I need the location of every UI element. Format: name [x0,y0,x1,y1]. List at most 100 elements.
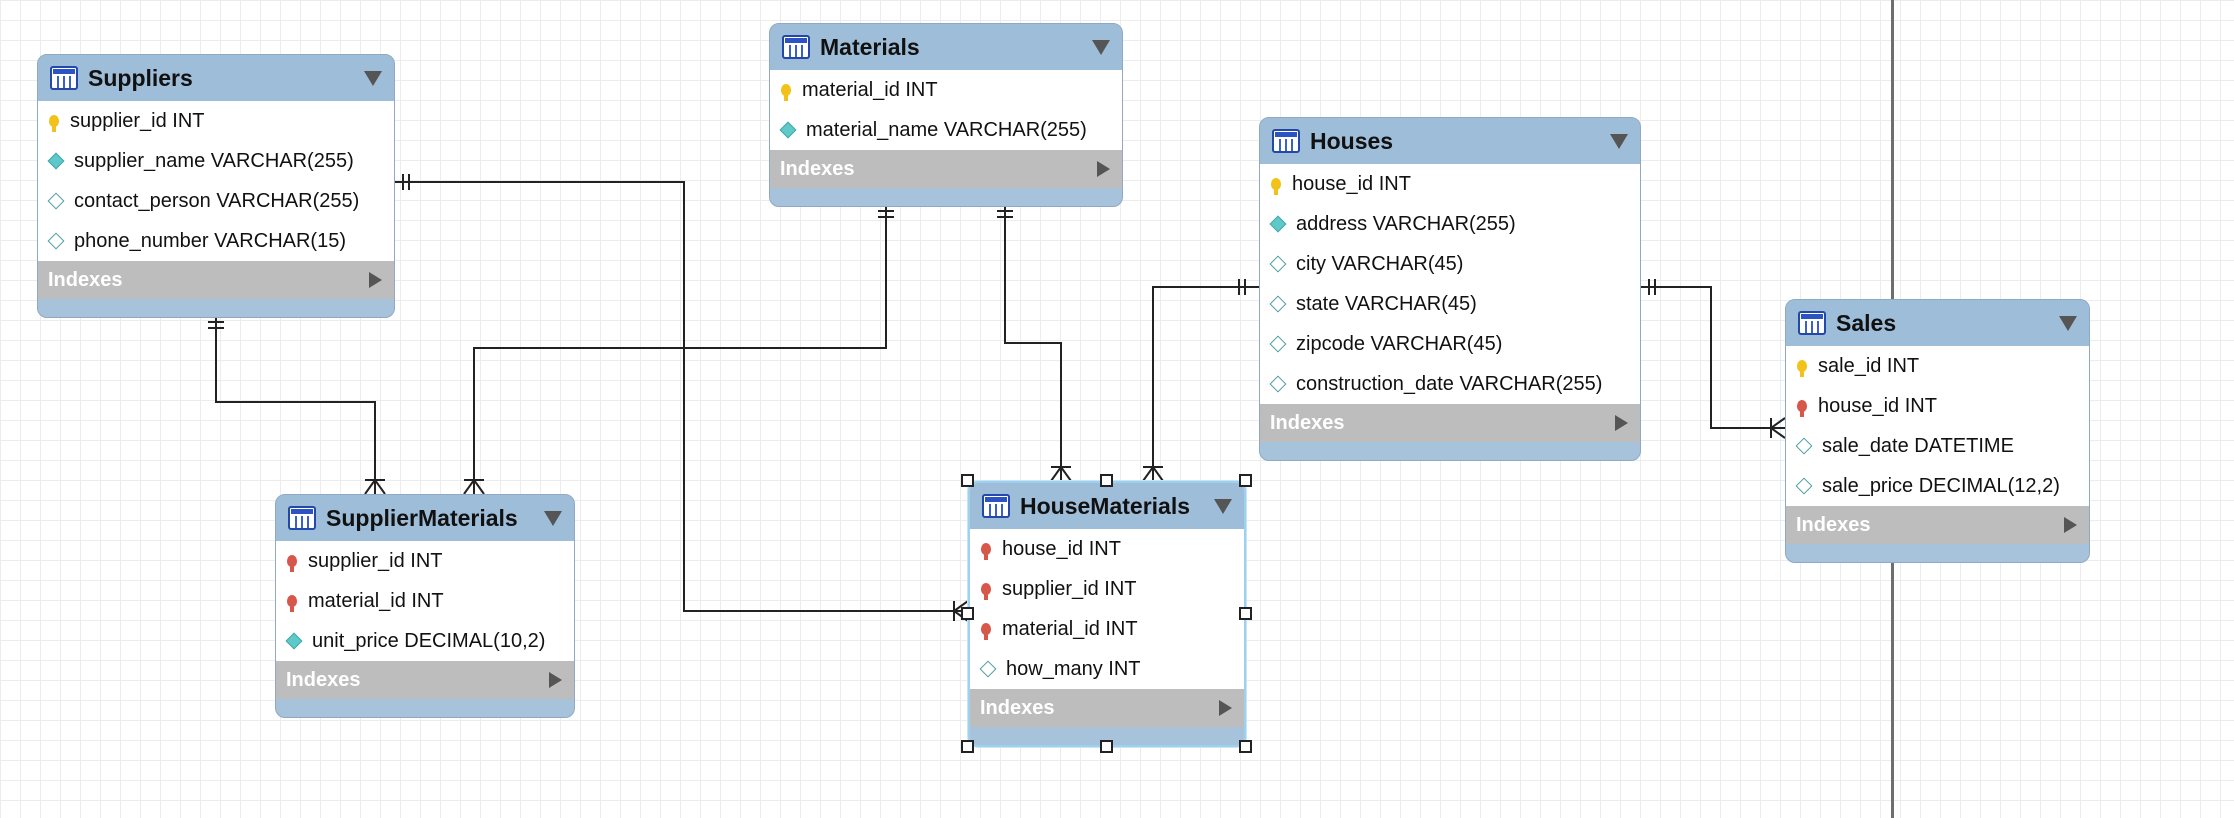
column-row[interactable]: phone_number VARCHAR(15) [38,221,394,261]
collapse-arrow-icon[interactable] [1610,133,1628,149]
indexes-section[interactable]: Indexes [1786,506,2089,544]
table-header[interactable]: HouseMaterials [970,483,1244,529]
column-row[interactable]: material_id INT [276,581,574,621]
relationship-line-houses-housematerials[interactable] [1152,286,1259,481]
column-row[interactable]: house_id INT [1260,164,1640,204]
column-row[interactable]: house_id INT [970,529,1244,569]
expand-arrow-icon[interactable] [2064,517,2077,533]
table-header[interactable]: SupplierMaterials [276,495,574,541]
column-row[interactable]: house_id INT [1786,386,2089,426]
relationship-line-materials-housematerials[interactable] [1004,203,1062,481]
nullable-column-icon [1795,437,1813,455]
collapse-arrow-icon[interactable] [1214,498,1232,514]
indexes-section[interactable]: Indexes [38,261,394,299]
indexes-label: Indexes [980,696,1055,719]
relationship-line-houses-sales[interactable] [1641,286,1785,429]
table-materials[interactable]: Materials material_id INT material_name VA… [769,23,1123,207]
column-row[interactable]: state VARCHAR(45) [1260,284,1640,324]
indexes-label: Indexes [780,157,855,180]
expand-arrow-icon[interactable] [1097,161,1110,177]
many-cardinality-mark[interactable] [1769,417,1786,439]
column-row[interactable]: sale_id INT [1786,346,2089,386]
table-header[interactable]: Materials [770,24,1122,70]
many-cardinality-mark[interactable] [1142,465,1164,482]
column-row[interactable]: material_id INT [770,70,1122,110]
column-list: material_id INT material_name VARCHAR(255… [770,70,1122,150]
expand-arrow-icon[interactable] [1615,415,1628,431]
nullable-column-icon [979,660,997,678]
indexes-section[interactable]: Indexes [1260,404,1640,442]
column-row[interactable]: contact_person VARCHAR(255) [38,181,394,221]
resize-handle[interactable] [961,607,974,620]
many-cardinality-mark[interactable] [463,478,485,495]
column-row[interactable]: material_id INT [970,609,1244,649]
collapse-arrow-icon[interactable] [544,510,562,526]
collapse-arrow-icon[interactable] [1092,39,1110,55]
column-row[interactable]: address VARCHAR(255) [1260,204,1640,244]
column-definition: supplier_id INT [308,549,443,572]
resize-handle[interactable] [961,474,974,487]
collapse-arrow-icon[interactable] [2059,315,2077,331]
table-title: Houses [1310,127,1394,154]
column-row[interactable]: how_many INT [970,649,1244,689]
resize-handle[interactable] [961,740,974,753]
column-row[interactable]: city VARCHAR(45) [1260,244,1640,284]
table-title: Suppliers [88,64,193,91]
many-cardinality-mark[interactable] [364,478,386,495]
column-row[interactable]: unit_price DECIMAL(10,2) [276,621,574,661]
resize-handle[interactable] [1100,474,1113,487]
resize-handle[interactable] [1239,740,1252,753]
table-footer [276,699,574,717]
nullable-column-icon [47,232,65,250]
column-row[interactable]: material_name VARCHAR(255) [770,110,1122,150]
table-supplier-materials[interactable]: SupplierMaterials supplier_id INT material… [275,494,575,718]
nullable-column-icon [1269,335,1287,353]
expand-arrow-icon[interactable] [549,672,562,688]
many-cardinality-mark[interactable] [1050,465,1072,482]
column-row[interactable]: construction_date VARCHAR(255) [1260,364,1640,404]
table-title: Materials [820,33,920,60]
indexes-section[interactable]: Indexes [770,150,1122,188]
column-definition: state VARCHAR(45) [1296,292,1477,315]
column-row[interactable]: zipcode VARCHAR(45) [1260,324,1640,364]
column-definition: zipcode VARCHAR(45) [1296,332,1503,355]
expand-arrow-icon[interactable] [1219,700,1232,716]
collapse-arrow-icon[interactable] [364,70,382,86]
indexes-section[interactable]: Indexes [276,661,574,699]
table-header[interactable]: Houses [1260,118,1640,164]
resize-handle[interactable] [1239,474,1252,487]
table-footer [1786,544,2089,562]
nullable-column-icon [1269,375,1287,393]
not-null-column-icon [285,632,303,650]
column-row[interactable]: supplier_id INT [38,101,394,141]
table-header[interactable]: Suppliers [38,55,394,101]
column-definition: material_id INT [802,78,938,101]
expand-arrow-icon[interactable] [369,272,382,288]
resize-handle[interactable] [1100,740,1113,753]
column-row[interactable]: supplier_name VARCHAR(255) [38,141,394,181]
foreign-key-icon [286,595,298,612]
column-row[interactable]: sale_date DATETIME [1786,426,2089,466]
resize-handle[interactable] [1239,607,1252,620]
table-header[interactable]: Sales [1786,300,2089,346]
indexes-label: Indexes [1270,411,1345,434]
table-footer [970,727,1244,745]
table-footer [38,299,394,317]
indexes-section[interactable]: Indexes [970,689,1244,727]
table-footer [1260,442,1640,460]
table-title: HouseMaterials [1020,492,1191,519]
not-null-column-icon [47,152,65,170]
column-row[interactable]: supplier_id INT [276,541,574,581]
relationship-line-suppliers-suppliermaterials[interactable] [215,312,376,494]
relationship-line-materials-suppliermaterials[interactable] [473,203,887,494]
column-definition: sale_price DECIMAL(12,2) [1822,474,2060,497]
nullable-column-icon [1269,295,1287,313]
column-row[interactable]: sale_price DECIMAL(12,2) [1786,466,2089,506]
column-row[interactable]: supplier_id INT [970,569,1244,609]
